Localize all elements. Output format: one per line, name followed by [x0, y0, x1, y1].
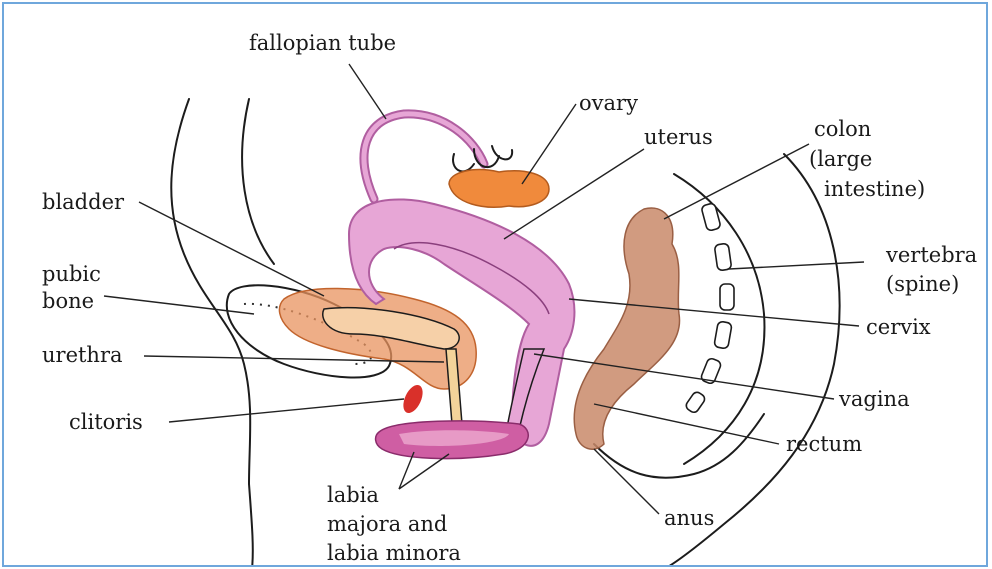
label-clitoris: clitoris [69, 410, 143, 434]
anatomy-diagram: fallopian tube ovary uterus colon (large… [4, 4, 988, 567]
colon-shape [574, 208, 679, 449]
leader-vertebra [729, 262, 864, 269]
label-anus: anus [664, 506, 714, 530]
label-labia-line1: labia [327, 483, 379, 507]
leader-rectum [594, 404, 779, 444]
label-cervix: cervix [866, 315, 931, 339]
label-fallopian-tube: fallopian tube [249, 31, 396, 55]
label-vertebra-line2: (spine) [886, 272, 959, 296]
label-vagina: vagina [838, 387, 910, 411]
label-rectum: rectum [786, 432, 862, 456]
label-colon-line1: colon [814, 117, 871, 141]
label-labia-line3: labia minora [327, 541, 461, 565]
label-ovary: ovary [579, 91, 638, 115]
leader-ovary [522, 104, 576, 184]
leader-fallopian-tube [349, 64, 386, 119]
label-pubic-line2: bone [42, 289, 94, 313]
ovary-shape [449, 170, 549, 208]
label-bladder: bladder [42, 190, 125, 214]
label-pubic-line1: pubic [42, 262, 101, 286]
leader-clitoris [169, 399, 404, 422]
label-colon-line3: intestine) [824, 177, 925, 201]
spine-outer-outline [674, 174, 764, 464]
leader-cervix [569, 299, 859, 326]
buttock-outline [594, 414, 764, 478]
leader-anus [594, 449, 659, 514]
inner-abdomen-outline [242, 99, 274, 264]
label-labia-line2: majora and [327, 512, 447, 536]
label-colon-line2: (large [809, 147, 872, 171]
label-uterus: uterus [644, 125, 713, 149]
label-urethra: urethra [42, 343, 123, 367]
leader-bladder [139, 202, 324, 296]
label-vertebra-line1: vertebra [885, 243, 977, 267]
